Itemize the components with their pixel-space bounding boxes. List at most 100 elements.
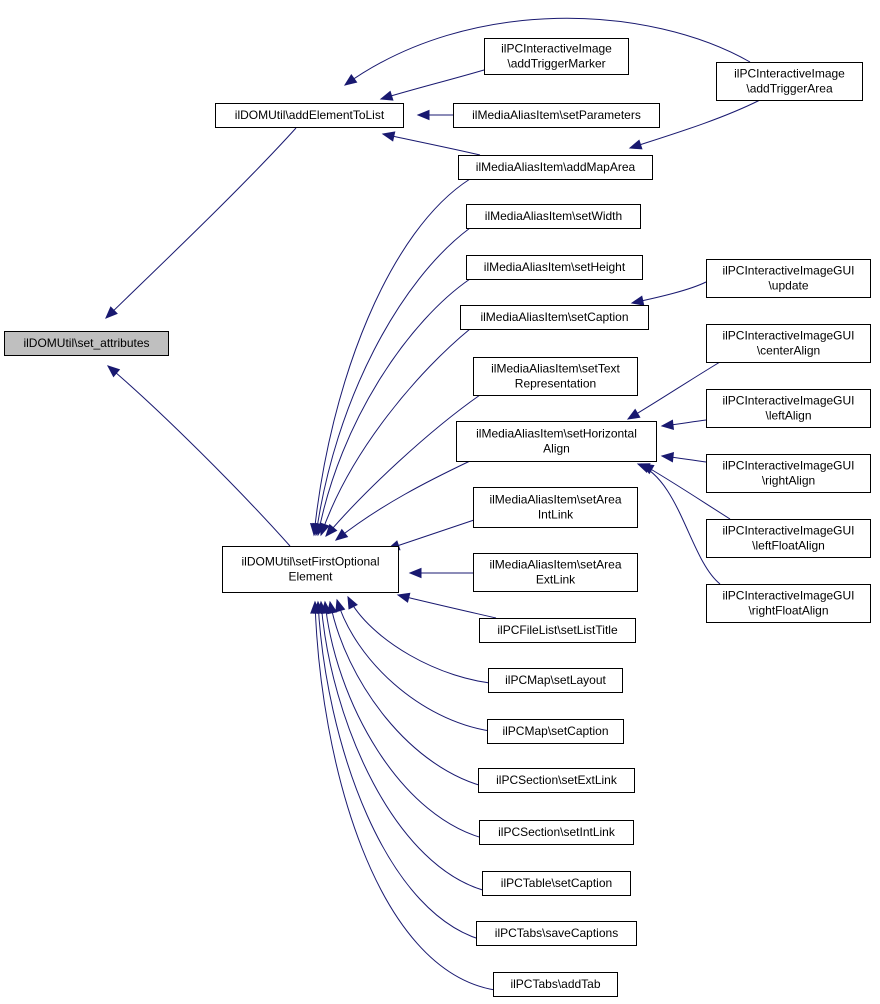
edge-line: [317, 601, 491, 943]
node-box[interactable]: [488, 668, 623, 693]
edge-mai_addMapArea-to-setFirstOptionalElement: [309, 178, 471, 537]
node-pcii_addTriggerMarker[interactable]: ilPCInteractiveImage\addTriggerMarker: [484, 38, 629, 75]
arrow-head: [416, 109, 430, 121]
edge-line: [107, 365, 291, 547]
node-label: ilDOMUtil\set_attributes: [23, 336, 149, 350]
node-box[interactable]: [706, 584, 871, 623]
edge-line: [387, 517, 481, 550]
edge-pcmap_setCaption-to-setFirstOptionalElement: [335, 598, 491, 732]
node-pctabs_addTab[interactable]: ilPCTabs\addTab: [493, 972, 618, 997]
arrow-head: [660, 419, 675, 430]
node-pcfl_setListTitle[interactable]: ilPCFileList\setListTitle: [479, 618, 636, 643]
node-box[interactable]: [453, 103, 660, 128]
node-gui_leftAlign[interactable]: ilPCInteractiveImageGUI\leftAlign: [706, 389, 871, 428]
node-box[interactable]: [706, 454, 871, 493]
node-box[interactable]: [458, 155, 653, 180]
node-pctabs_saveCaptions[interactable]: ilPCTabs\saveCaptions: [476, 921, 637, 946]
node-gui_rightAlign[interactable]: ilPCInteractiveImageGUI\rightAlign: [706, 454, 871, 493]
node-gui_rightFloatAlign[interactable]: ilPCInteractiveImageGUI\rightFloatAlign: [706, 584, 871, 623]
edge-line: [324, 601, 491, 841]
node-box[interactable]: [487, 719, 624, 744]
edges-layer: [105, 17, 761, 991]
edge-mai_setAreaExtLink-to-setFirstOptionalElement: [408, 567, 473, 579]
node-box[interactable]: [473, 357, 638, 396]
node-label: ilPCSection\setIntLink: [498, 825, 616, 839]
arrow-head: [347, 595, 358, 610]
node-box[interactable]: [478, 768, 635, 793]
node-pcmap_setCaption[interactable]: ilPCMap\setCaption: [487, 719, 624, 744]
arrow-head: [630, 295, 645, 306]
edge-line: [335, 460, 471, 541]
edge-setFirstOptionalElement-to-set_attributes: [106, 365, 291, 547]
node-mai_setWidth[interactable]: ilMediaAliasItem\setWidth: [466, 204, 641, 229]
node-label: Align: [543, 442, 570, 456]
node-pcsec_setExtLink[interactable]: ilPCSection\setExtLink: [478, 768, 635, 793]
edge-line: [629, 99, 761, 149]
node-box[interactable]: [706, 324, 871, 363]
arrow-head: [319, 522, 330, 537]
node-label: ilMediaAliasItem\setHorizontal: [476, 427, 637, 441]
node-label: ilPCSection\setExtLink: [496, 773, 618, 787]
node-box[interactable]: [215, 103, 404, 128]
edge-pctabs_addTab-to-setFirstOptionalElement: [310, 600, 496, 991]
node-box[interactable]: [482, 871, 631, 896]
node-box[interactable]: [479, 618, 636, 643]
node-mai_setCaption[interactable]: ilMediaAliasItem\setCaption: [460, 305, 649, 330]
node-gui_centerAlign[interactable]: ilPCInteractiveImageGUI\centerAlign: [706, 324, 871, 363]
node-box[interactable]: [473, 487, 638, 528]
node-box[interactable]: [4, 331, 169, 356]
node-pctable_setCaption[interactable]: ilPCTable\setCaption: [482, 871, 631, 896]
node-label: \rightAlign: [762, 474, 815, 488]
node-box[interactable]: [716, 62, 863, 101]
node-label: \addTriggerMarker: [507, 57, 605, 71]
node-box[interactable]: [706, 519, 871, 558]
node-mai_setHeight[interactable]: ilMediaAliasItem\setHeight: [466, 255, 643, 280]
node-label: ilDOMUtil\setFirstOptional: [241, 555, 379, 569]
node-box[interactable]: [479, 820, 634, 845]
node-addElementToList[interactable]: ilDOMUtil\addElementToList: [215, 103, 404, 128]
node-pcii_addTriggerArea[interactable]: ilPCInteractiveImage\addTriggerArea: [716, 62, 863, 101]
node-box[interactable]: [466, 255, 643, 280]
edge-mai_addMapArea-to-addElementToList: [381, 131, 481, 156]
nodes-layer: ilDOMUtil\set_attributes ilDOMUtil\addEle…: [4, 38, 871, 997]
arrow-head: [343, 74, 358, 86]
node-box[interactable]: [484, 38, 629, 75]
edge-pcmap_setLayout-to-setFirstOptionalElement: [347, 595, 501, 685]
node-box[interactable]: [706, 259, 871, 298]
edge-line: [325, 394, 481, 537]
edge-line: [315, 227, 471, 536]
node-mai_addMapArea[interactable]: ilMediaAliasItem\addMapArea: [458, 155, 653, 180]
node-box[interactable]: [473, 553, 638, 592]
node-set_attributes[interactable]: ilDOMUtil\set_attributes: [4, 331, 169, 356]
node-label: IntLink: [538, 508, 574, 522]
node-pcmap_setLayout[interactable]: ilPCMap\setLayout: [488, 668, 623, 693]
node-label: \leftFloatAlign: [752, 539, 825, 553]
node-pcsec_setIntLink[interactable]: ilPCSection\setIntLink: [479, 820, 634, 845]
node-gui_update[interactable]: ilPCInteractiveImageGUI\update: [706, 259, 871, 298]
edge-line: [344, 17, 751, 86]
node-box[interactable]: [706, 389, 871, 428]
node-gui_leftFloatAlign[interactable]: ilPCInteractiveImageGUI\leftFloatAlign: [706, 519, 871, 558]
node-box[interactable]: [466, 204, 641, 229]
node-label: ilPCInteractiveImage: [501, 42, 612, 56]
edge-line: [336, 599, 491, 732]
edge-line: [382, 133, 481, 156]
arrow-head: [396, 592, 411, 603]
node-box[interactable]: [476, 921, 637, 946]
edge-gui_rightFloatAlign-to-mai_setHorizontalAlign: [636, 463, 721, 585]
edge-line: [627, 361, 721, 420]
arrow-head: [408, 567, 422, 579]
node-label: \leftAlign: [765, 409, 811, 423]
node-box[interactable]: [460, 305, 649, 330]
node-mai_setParameters[interactable]: ilMediaAliasItem\setParameters: [453, 103, 660, 128]
node-box[interactable]: [222, 546, 399, 593]
edge-line: [317, 278, 471, 536]
node-box[interactable]: [493, 972, 618, 997]
node-label: ilMediaAliasItem\setHeight: [484, 260, 626, 274]
node-box[interactable]: [456, 421, 657, 462]
